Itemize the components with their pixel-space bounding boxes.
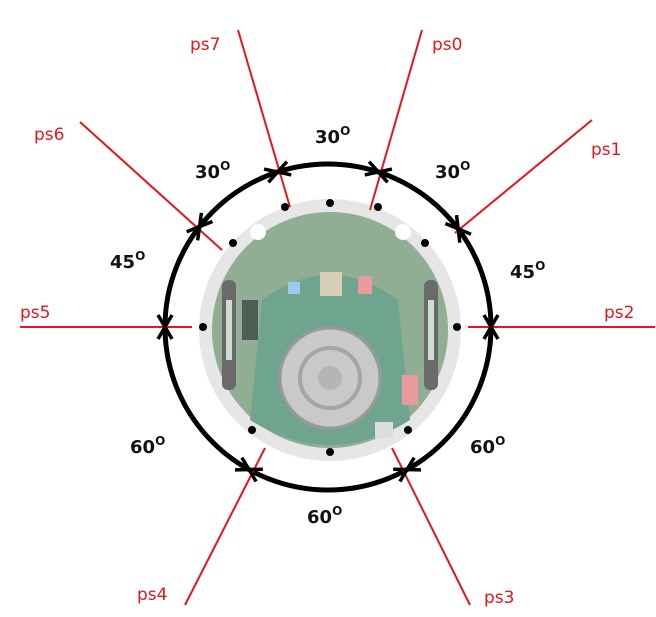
label-ps4: ps4: [137, 585, 167, 605]
arrowhead-ps2: [482, 323, 500, 340]
label-ps6: ps6: [34, 125, 64, 145]
sensor-line-ps7: [237, 29, 291, 208]
sensor-dot: [281, 203, 289, 211]
led-left: [250, 224, 266, 240]
arrowhead-ps1: [456, 226, 472, 243]
sensor-dot: [404, 426, 412, 434]
angle-ps6-ps7: 30O: [195, 159, 230, 183]
sensor-dot: [199, 323, 207, 331]
arrowhead-ps0: [375, 167, 393, 184]
sensor-dot: [326, 199, 334, 207]
arrowhead-ps6: [197, 212, 214, 230]
arrowhead-ps5: [156, 314, 174, 331]
blue-button: [288, 282, 300, 294]
sensor-line-ps1: [454, 119, 593, 234]
angle-ps1-ps2: 45O: [510, 259, 545, 283]
led-right: [395, 224, 411, 240]
label-ps0: ps0: [432, 35, 462, 55]
sensor-dot: [421, 239, 429, 247]
sensor-line-ps3: [391, 447, 471, 606]
label-ps5: ps5: [20, 303, 50, 323]
speaker-center: [318, 366, 342, 390]
sensor-dot: [229, 239, 237, 247]
reset-button: [375, 422, 393, 438]
angle-ps0-ps1: 30O: [435, 159, 470, 183]
angle-ps5-ps6: 45O: [110, 249, 145, 273]
arrowhead-ps3: [393, 467, 411, 483]
sensor-dot: [453, 323, 461, 331]
red-component-2: [402, 375, 418, 405]
angle-ps2-ps3: 60O: [470, 434, 505, 458]
angle-ps7-ps0: 30O: [315, 124, 350, 148]
arrowhead-ps7: [274, 160, 292, 177]
right-led-bar: [428, 300, 434, 360]
sensor-dot: [374, 203, 382, 211]
label-ps1: ps1: [591, 140, 621, 160]
angle-ps3-ps4: 60O: [307, 504, 342, 528]
sensor-line-ps0: [369, 29, 423, 211]
label-ps2: ps2: [604, 303, 634, 323]
angle-ps4-ps5: 60O: [130, 434, 165, 458]
red-component: [358, 276, 372, 294]
sensor-dot: [326, 448, 334, 456]
label-ps7: ps7: [190, 35, 220, 55]
arrowhead-ps4: [235, 456, 253, 472]
chip: [242, 300, 258, 340]
selector-switch: [320, 272, 342, 296]
left-led-bar: [226, 300, 232, 360]
label-ps3: ps3: [484, 588, 514, 608]
sensor-dot: [248, 426, 256, 434]
sensor-line-ps4: [184, 447, 266, 606]
robot-image: [199, 199, 461, 461]
speaker-ring: [298, 346, 362, 410]
